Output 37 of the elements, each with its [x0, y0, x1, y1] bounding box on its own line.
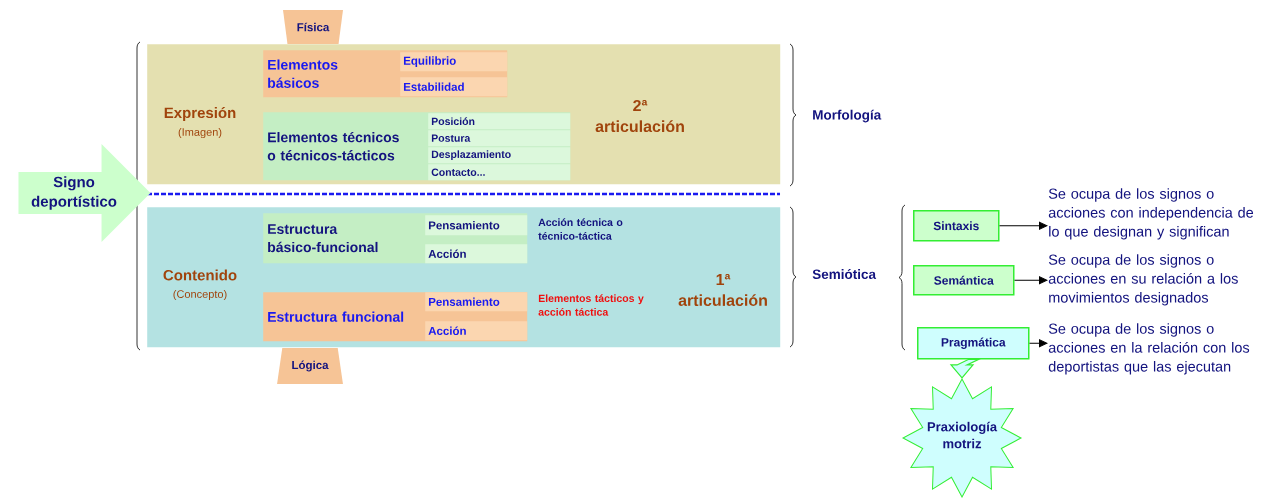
starburst: Praxiología motriz: [902, 378, 1022, 498]
item-box: Contacto...: [428, 164, 571, 181]
node-label: Desplazamiento: [431, 150, 511, 161]
description-text: Se ocupa de los signos o acciones en su relación a los movimientos designados: [1048, 254, 1238, 306]
concept-box: Pragmática: [917, 327, 1030, 360]
item-box: Pensamiento: [425, 292, 528, 312]
item-box: Posición: [428, 113, 571, 130]
item-box: Desplazamiento: [428, 147, 571, 164]
concept-box: Sintaxis: [913, 210, 1000, 242]
band-heading: (Concepto): [173, 289, 227, 301]
block-arrow: [949, 358, 981, 379]
item-box: Acción: [425, 321, 528, 341]
trapezoid: Física: [283, 10, 343, 44]
description-text: Se ocupa de los signos o acciones con independencia de lo que designan y significan: [1048, 188, 1254, 240]
annotation: Semiótica: [812, 269, 877, 279]
concept-box: Semántica: [913, 265, 1015, 296]
item-box: Estabilidad: [400, 77, 508, 97]
node-label: Postura: [431, 134, 471, 142]
band-heading: Expresión: [164, 106, 236, 122]
description-text: Se ocupa de los signos o acciones en la relación con los deportistas que las ejecutan: [1048, 323, 1250, 375]
arrow: [1029, 339, 1048, 348]
item-box: Acción: [425, 244, 528, 264]
arrow: [999, 221, 1048, 230]
node-label: Posición: [431, 117, 475, 126]
band-heading: (Imagen): [178, 127, 222, 139]
band-heading: Contenido: [163, 269, 237, 281]
annotation: Morfología: [813, 109, 882, 123]
band-heading: 1ª articulación: [678, 274, 767, 307]
trapezoid: Lógica: [277, 348, 343, 384]
item-box: Pensamiento: [425, 215, 528, 236]
node-label: Contacto...: [431, 168, 485, 176]
band-heading: 2ª articulación: [595, 99, 684, 133]
annotation: Elementos tácticos y acción táctica: [538, 294, 644, 316]
annotation: Acción técnica o técnico-táctica: [538, 218, 623, 240]
arrow: [1014, 276, 1048, 285]
item-box: Postura: [428, 130, 571, 147]
item-box: Equilibrio: [400, 52, 508, 72]
